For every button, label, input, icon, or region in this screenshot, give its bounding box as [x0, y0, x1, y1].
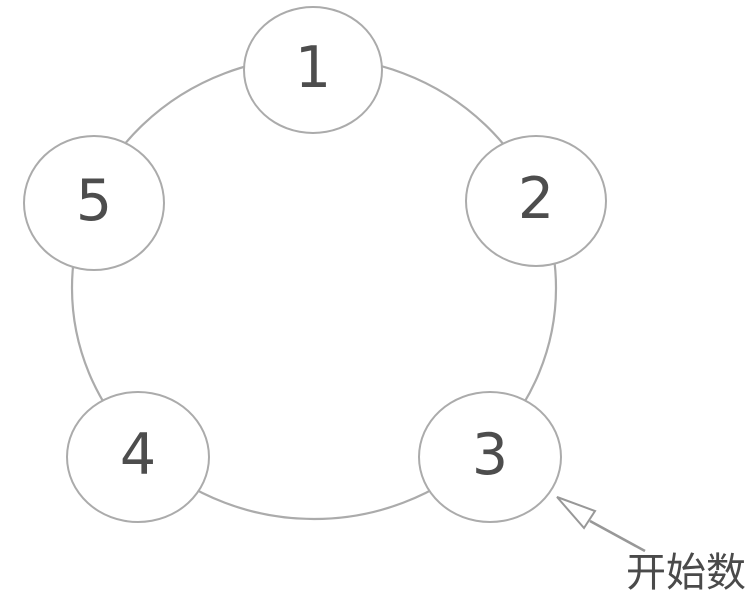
node-circle-4: 4: [66, 391, 210, 523]
node-circle-2: 2: [465, 135, 607, 267]
node-circle-3: 3: [418, 391, 562, 523]
node-label: 2: [517, 165, 555, 232]
node-label: 3: [471, 421, 509, 488]
node-label: 4: [119, 421, 157, 488]
node-circle-5: 5: [23, 135, 165, 271]
arrow-line: [589, 519, 646, 553]
start-count-label: 开始数: [626, 550, 746, 596]
node-label: 5: [75, 167, 113, 234]
node-label: 1: [294, 34, 332, 101]
node-circle-1: 1: [243, 6, 383, 134]
arrow-head-icon: [556, 496, 597, 530]
